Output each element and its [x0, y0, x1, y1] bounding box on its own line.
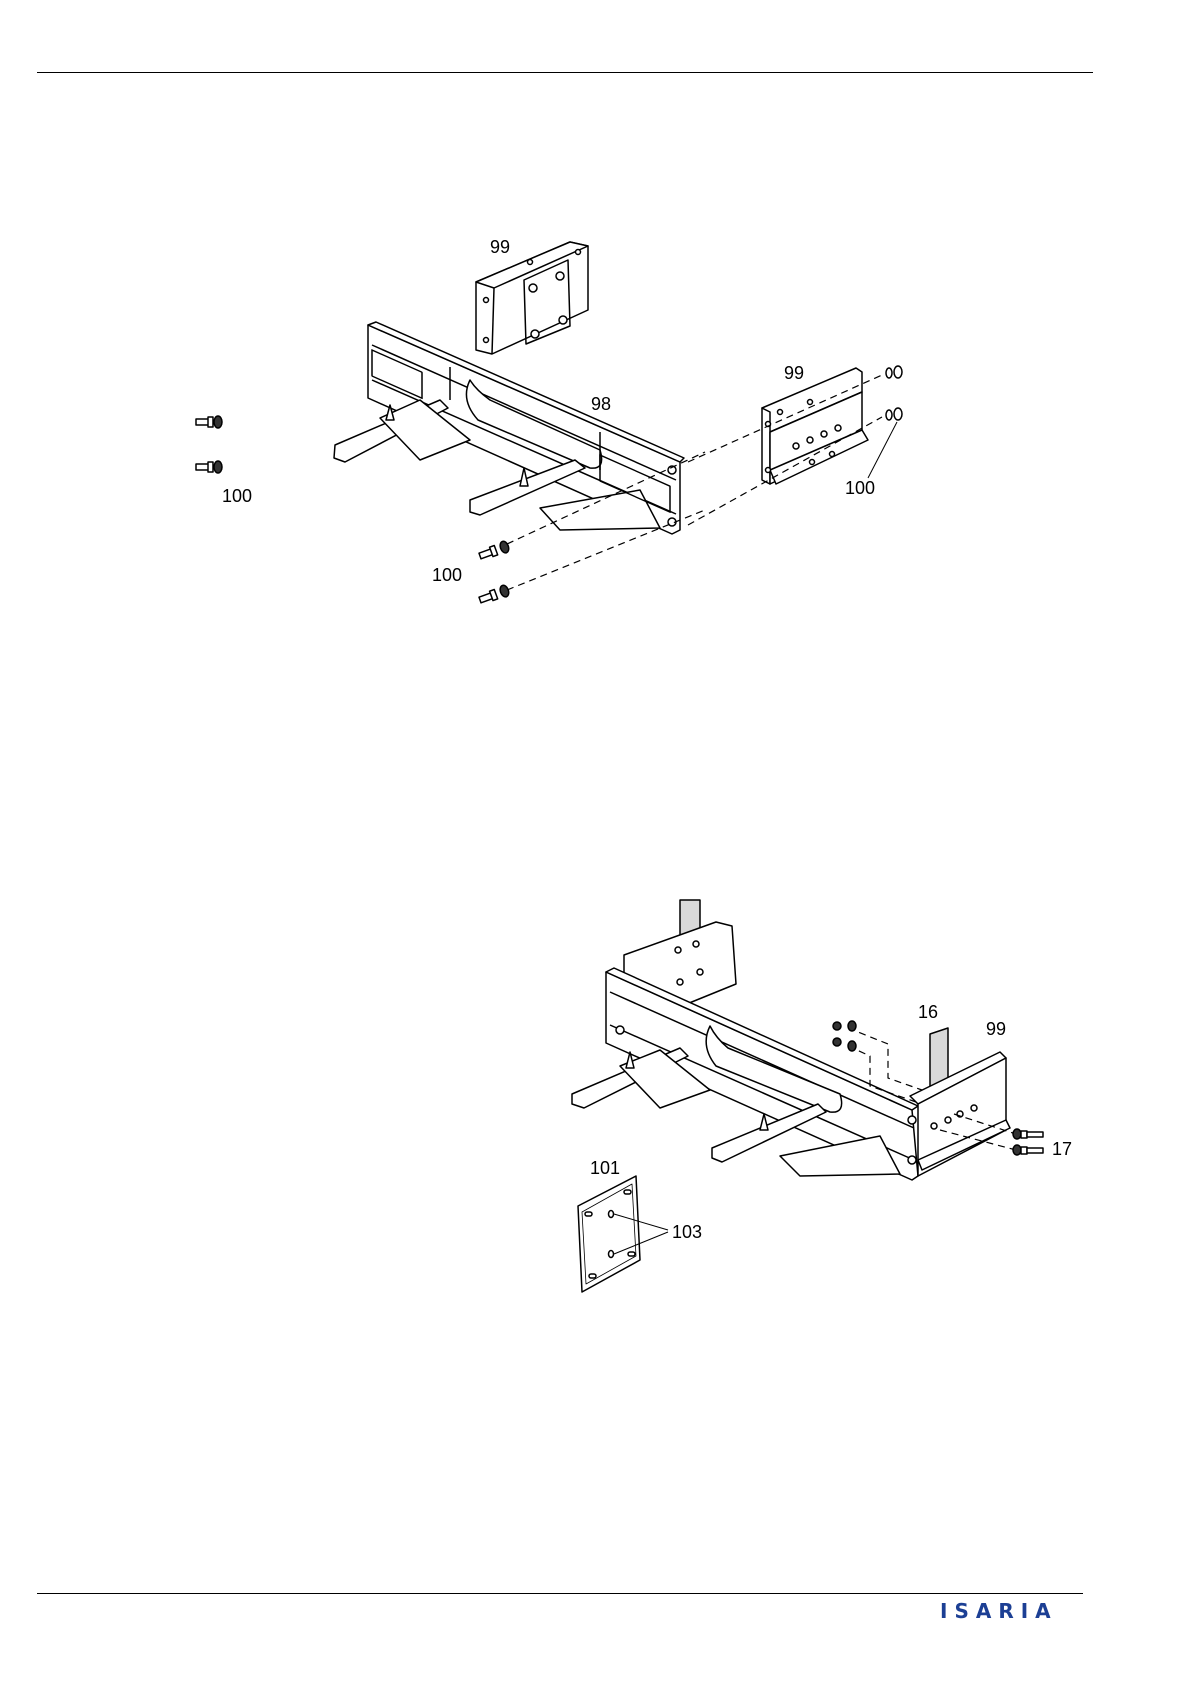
frame-assembled — [572, 968, 918, 1180]
callout-99-right: 99 — [784, 363, 804, 383]
callout-100-left: 100 — [222, 486, 252, 506]
plate-101 — [578, 1176, 668, 1292]
frame-98 — [334, 322, 684, 534]
footer-rule — [37, 1593, 1083, 1594]
logo-text: ISARIA — [940, 1599, 1058, 1622]
figure-assembled-frame-bottom: 16 99 17 101 103 — [0, 880, 1192, 1320]
callout-103: 103 — [672, 1222, 702, 1242]
leader-100-right — [868, 422, 897, 478]
callout-99-bottom: 99 — [986, 1019, 1006, 1039]
callout-16: 16 — [918, 1002, 938, 1022]
callout-100-mid: 100 — [432, 565, 462, 585]
bracket-99-top — [476, 242, 588, 354]
bracket-99-right — [762, 368, 868, 484]
figure-exploded-frame-top: 99 99 98 100 100 100 — [0, 0, 1192, 680]
callout-98: 98 — [591, 394, 611, 414]
callout-101: 101 — [590, 1158, 620, 1178]
callout-17: 17 — [1052, 1139, 1072, 1159]
callout-99-top: 99 — [490, 237, 510, 257]
bracket-99-assembled — [910, 1052, 1010, 1176]
isaria-logo: ISARIA — [940, 1598, 1090, 1622]
callout-100-right: 100 — [845, 478, 875, 498]
